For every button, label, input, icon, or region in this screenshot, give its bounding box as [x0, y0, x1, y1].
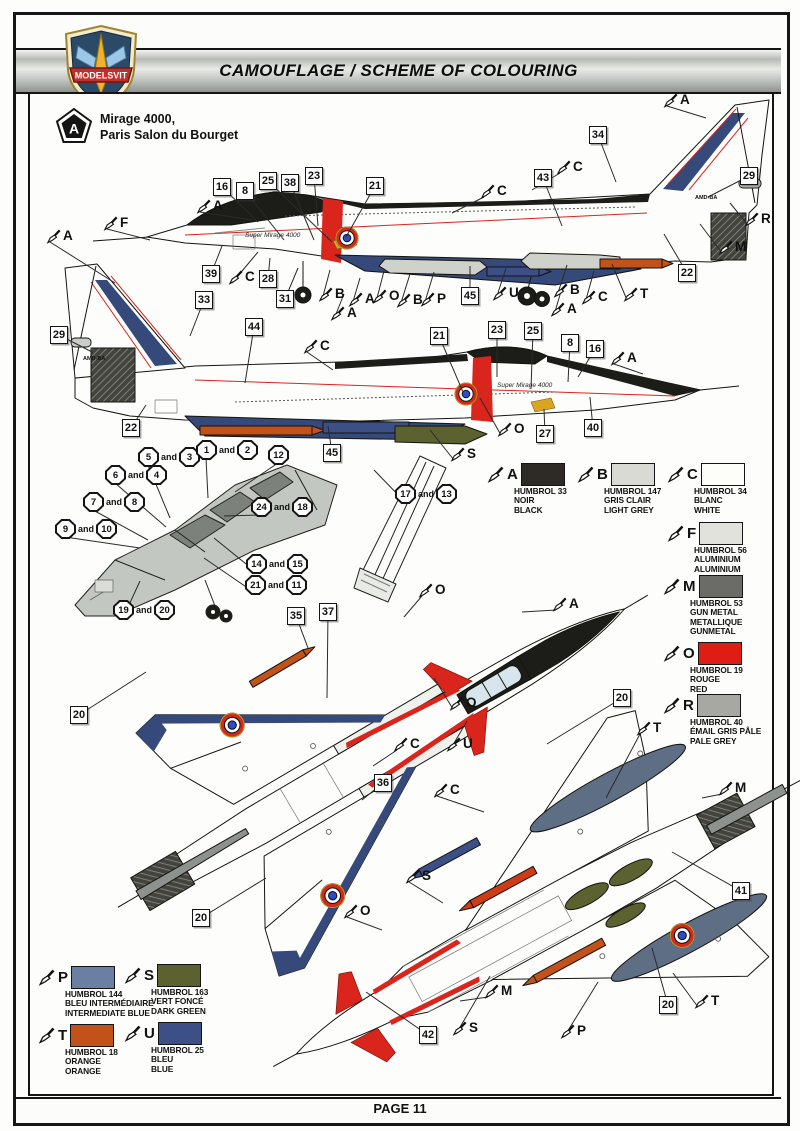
svg-text:AMD-BA: AMD-BA	[695, 195, 717, 201]
side-profile-right-drawing: Super Mirage 4000 AMD-BA	[92, 99, 770, 307]
svg-text:AMD-BA: AMD-BA	[83, 356, 105, 362]
svg-text:A: A	[69, 121, 79, 137]
header-bar: CAMOUFLAGE / SCHEME OF COLOURING	[16, 48, 781, 94]
footer-rule	[16, 1097, 781, 1099]
modelsvit-shield-icon: MODELSVIT	[64, 24, 138, 108]
bottom-view-drawing	[272, 710, 800, 1067]
page-title: CAMOUFLAGE / SCHEME OF COLOURING	[219, 61, 578, 80]
svg-text:Super Mirage 4000: Super Mirage 4000	[245, 232, 301, 239]
scheme-name-line2: Paris Salon du Bourget	[100, 127, 239, 142]
scheme-name: Mirage 4000, Paris Salon du Bourget	[100, 112, 238, 143]
scheme-marker: A	[55, 107, 93, 149]
side-profile-left-drawing: Super Mirage 4000 AMD-BA	[64, 263, 740, 445]
svg-text:MODELSVIT: MODELSVIT	[75, 71, 128, 81]
scheme-name-line1: Mirage 4000,	[100, 112, 176, 126]
canopy-detail-drawing	[353, 455, 447, 603]
svg-text:Super Mirage 4000: Super Mirage 4000	[497, 382, 553, 389]
modelsvit-logo: MODELSVIT	[58, 24, 144, 113]
top-view-drawing	[117, 594, 649, 977]
page-number: PAGE 11	[373, 1101, 427, 1116]
